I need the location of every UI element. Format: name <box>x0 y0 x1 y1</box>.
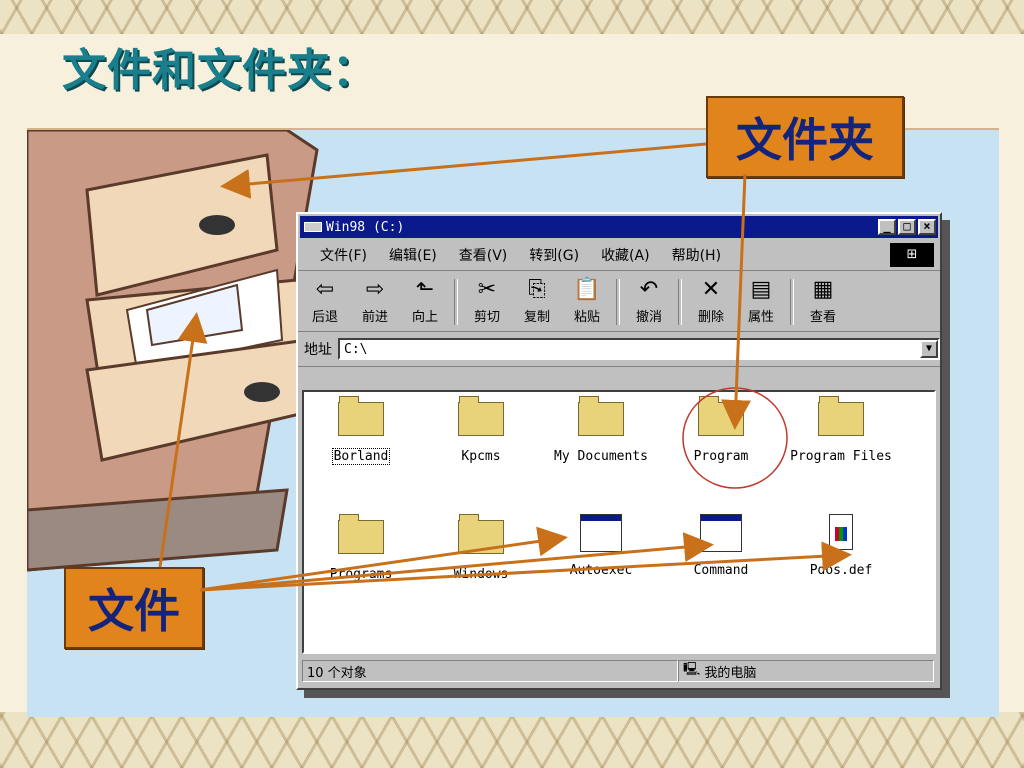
page-title: 文件和文件夹： <box>62 45 377 96</box>
filing-cabinet-illustration <box>27 130 319 572</box>
view-button[interactable]: ▦查看 <box>809 277 836 325</box>
delete-icon: ✕ <box>701 277 721 302</box>
menu-bar: 文件(F) 编辑(E) 查看(V) 转到(G) 收藏(A) 帮助(H) ⊞ <box>298 240 940 271</box>
folder-icon <box>818 396 864 436</box>
address-label: 地址 <box>304 342 332 358</box>
properties-icon: ▤ <box>750 277 772 302</box>
toolbar-divider <box>616 279 620 325</box>
copy-button[interactable]: ⎘复制 <box>523 277 550 325</box>
title-bar[interactable]: Win98 (C:) _ □ × <box>300 216 938 238</box>
status-bar: 10 个对象 🖳我的电脑 <box>302 660 936 682</box>
address-input[interactable]: C:\ ▼ <box>338 338 940 360</box>
drawer-handle-icon <box>244 382 280 402</box>
window-title: Win98 (C:) <box>326 219 405 235</box>
minimize-button[interactable]: _ <box>878 219 896 235</box>
arrow-file-to-papers <box>158 312 208 568</box>
paste-button[interactable]: 📋粘贴 <box>573 277 601 325</box>
up-folder-icon: ⬑ <box>415 277 435 302</box>
callout-file: 文件 <box>64 567 204 649</box>
menu-edit[interactable]: 编辑(E) <box>388 248 437 264</box>
cut-button[interactable]: ✂剪切 <box>473 277 500 325</box>
up-button[interactable]: ⬑向上 <box>411 277 438 325</box>
drawer-handle-icon <box>199 215 235 235</box>
arrow-right-icon: ⇨ <box>365 277 385 302</box>
menu-favorites[interactable]: 收藏(A) <box>601 248 650 264</box>
computer-icon: 🖳 <box>683 662 701 677</box>
status-location: 🖳我的电脑 <box>678 660 934 682</box>
folder-item-borland[interactable]: Borland <box>306 396 416 465</box>
forward-button[interactable]: ⇨前进 <box>361 277 388 325</box>
explorer-window: Win98 (C:) _ □ × 文件(F) 编辑(E) 查看(V) 转到(G)… <box>296 212 942 690</box>
toolbar-divider <box>790 279 794 325</box>
close-button[interactable]: × <box>918 219 936 235</box>
file-item-autoexec[interactable]: Autoexec <box>546 514 656 579</box>
menu-view[interactable]: 查看(V) <box>458 248 508 264</box>
drive-icon <box>304 222 322 232</box>
undo-button[interactable]: ↶撤消 <box>635 277 662 325</box>
view-icon: ▦ <box>812 277 834 302</box>
folder-icon <box>338 396 384 436</box>
back-button[interactable]: ⇦后退 <box>311 277 338 325</box>
delete-button[interactable]: ✕删除 <box>697 277 724 325</box>
arrow-folder-to-program <box>720 173 751 430</box>
windows-logo-icon: ⊞ <box>890 243 934 267</box>
toolbar-divider <box>678 279 682 325</box>
paste-icon: 📋 <box>573 277 601 302</box>
folder-item-kpcms[interactable]: Kpcms <box>426 396 536 465</box>
arrow-left-icon: ⇦ <box>315 277 335 302</box>
properties-button[interactable]: ▤属性 <box>747 277 774 325</box>
settings-file-icon <box>580 514 622 552</box>
arrow-folder-to-drawer <box>220 142 707 199</box>
file-list: Borland Kpcms My Documents Program Progr… <box>302 390 936 654</box>
decorative-top-band <box>0 0 1024 34</box>
menu-help[interactable]: 帮助(H) <box>671 248 722 264</box>
address-bar: 地址 C:\ ▼ <box>298 332 940 367</box>
folder-item-my-documents[interactable]: My Documents <box>546 396 656 465</box>
toolbar: ⇦后退 ⇨前进 ⬑向上 ✂剪切 ⎘复制 📋粘贴 ↶撤消 ✕删除 ▤属性 ▦查看 <box>298 271 940 332</box>
folder-icon <box>338 514 384 554</box>
copy-icon: ⎘ <box>528 277 546 302</box>
decorative-bottom-band <box>0 712 1024 768</box>
undo-icon: ↶ <box>639 277 659 302</box>
arrow-file-to-command <box>199 532 714 592</box>
folder-icon <box>458 396 504 436</box>
dropdown-arrow-icon[interactable]: ▼ <box>920 340 938 358</box>
folder-item-program-files[interactable]: Program Files <box>786 396 896 465</box>
documents-folder-icon <box>578 396 624 436</box>
callout-folder: 文件夹 <box>706 96 904 178</box>
toolbar-divider <box>454 279 458 325</box>
arrow-file-to-autoexec <box>199 526 568 592</box>
menu-go[interactable]: 转到(G) <box>529 248 580 264</box>
object-count: 10 个对象 <box>302 660 678 682</box>
arrow-file-to-pdos <box>199 541 852 592</box>
menu-file[interactable]: 文件(F) <box>320 248 367 264</box>
maximize-button[interactable]: □ <box>898 219 916 235</box>
scissors-icon: ✂ <box>477 277 497 302</box>
address-value: C:\ <box>344 341 368 357</box>
